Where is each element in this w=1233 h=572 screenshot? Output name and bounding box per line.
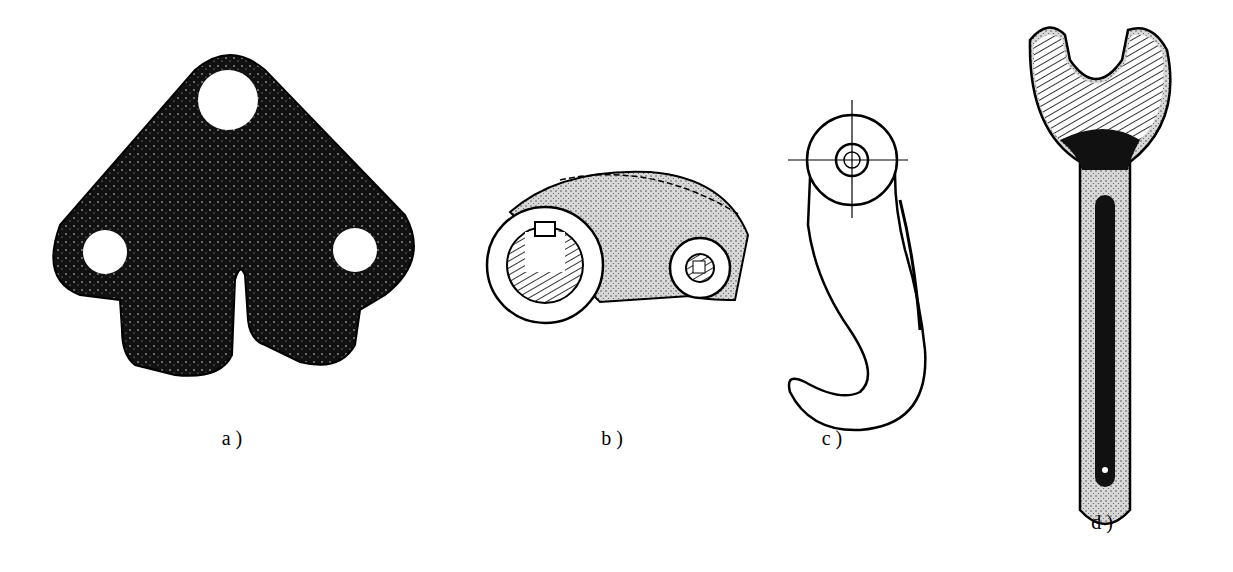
figure-label: b ) xyxy=(601,427,623,450)
hook-part xyxy=(788,100,925,430)
wrench-part xyxy=(1030,28,1170,524)
figure-label: d ) xyxy=(1091,511,1113,534)
figure-label: a ) xyxy=(222,427,243,450)
plate-part xyxy=(53,55,414,376)
figure-label: c ) xyxy=(822,427,843,450)
rocker-arm-part xyxy=(487,172,748,323)
